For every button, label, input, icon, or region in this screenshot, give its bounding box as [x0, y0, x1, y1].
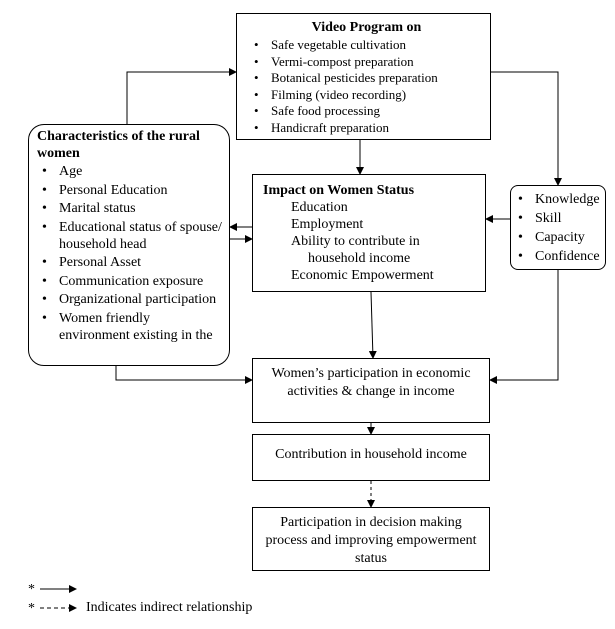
- participation-text: Women’s participation in economic activi…: [271, 366, 471, 399]
- list-item: Personal Asset: [37, 254, 223, 271]
- list-item: Educational status of spouse/ household …: [37, 219, 223, 253]
- list-item: Safe food processing: [249, 103, 484, 120]
- list-item: Personal Education: [37, 182, 223, 199]
- legend-marker-dashed: *: [28, 601, 35, 616]
- arrow-characteristics-participation: [115, 366, 253, 384]
- arrow-knowledge-participation: [489, 270, 559, 384]
- contribution-text: Contribution in household income: [275, 447, 467, 462]
- impact-box: Impact on Women Status Education Employm…: [252, 174, 486, 292]
- list-item: Confidence: [513, 247, 603, 266]
- list-item: Skill: [513, 209, 603, 228]
- list-item: Employment: [291, 217, 364, 232]
- list-item: Knowledge: [513, 190, 603, 209]
- decision-box: Participation in decision making process…: [252, 507, 490, 571]
- list-item: Education: [291, 200, 348, 215]
- impact-list: Education Employment Ability to contribu…: [263, 199, 479, 284]
- characteristics-list: Age Personal Education Marital status Ed…: [37, 163, 223, 344]
- contribution-box: Contribution in household income: [252, 434, 490, 481]
- arrow-characteristics-video: [123, 68, 237, 131]
- list-item: Organizational participation: [37, 291, 223, 308]
- decision-text: Participation in decision making process…: [265, 515, 477, 566]
- list-item: Women friendly environment existing in t…: [37, 310, 223, 344]
- list-item: Economic Empowerment: [291, 268, 434, 283]
- list-item: Communication exposure: [37, 273, 223, 290]
- characteristics-title: Characteristics of the rural women: [37, 129, 200, 161]
- arrow-impact-participation: [368, 291, 377, 359]
- video-program-title: Video Program on: [311, 20, 422, 35]
- knowledge-box: Knowledge Skill Capacity Confidence: [510, 185, 606, 270]
- video-program-box: Video Program on Safe vegetable cultivat…: [236, 13, 491, 140]
- list-item: Botanical pesticides preparation: [249, 70, 484, 87]
- legend-dashed-label: Indicates indirect relationship: [86, 600, 253, 615]
- list-item: Capacity: [513, 228, 603, 247]
- list-item: Handicraft preparation: [249, 120, 484, 137]
- list-item: Age: [37, 163, 223, 180]
- legend-marker-solid: *: [28, 582, 35, 597]
- arrow-video-knowledge: [491, 71, 562, 186]
- impact-title: Impact on Women Status: [263, 183, 415, 198]
- knowledge-list: Knowledge Skill Capacity Confidence: [513, 190, 603, 266]
- participation-box: Women’s participation in economic activi…: [252, 358, 490, 423]
- list-item: Vermi-compost preparation: [249, 54, 484, 71]
- list-item: Ability to contribute in household incom…: [291, 234, 420, 266]
- list-item: Safe vegetable cultivation: [249, 37, 484, 54]
- list-item: Filming (video recording): [249, 87, 484, 104]
- list-item: Marital status: [37, 200, 223, 217]
- characteristics-box: Characteristics of the rural women Age P…: [28, 124, 230, 366]
- video-program-list: Safe vegetable cultivation Vermi-compost…: [249, 37, 484, 136]
